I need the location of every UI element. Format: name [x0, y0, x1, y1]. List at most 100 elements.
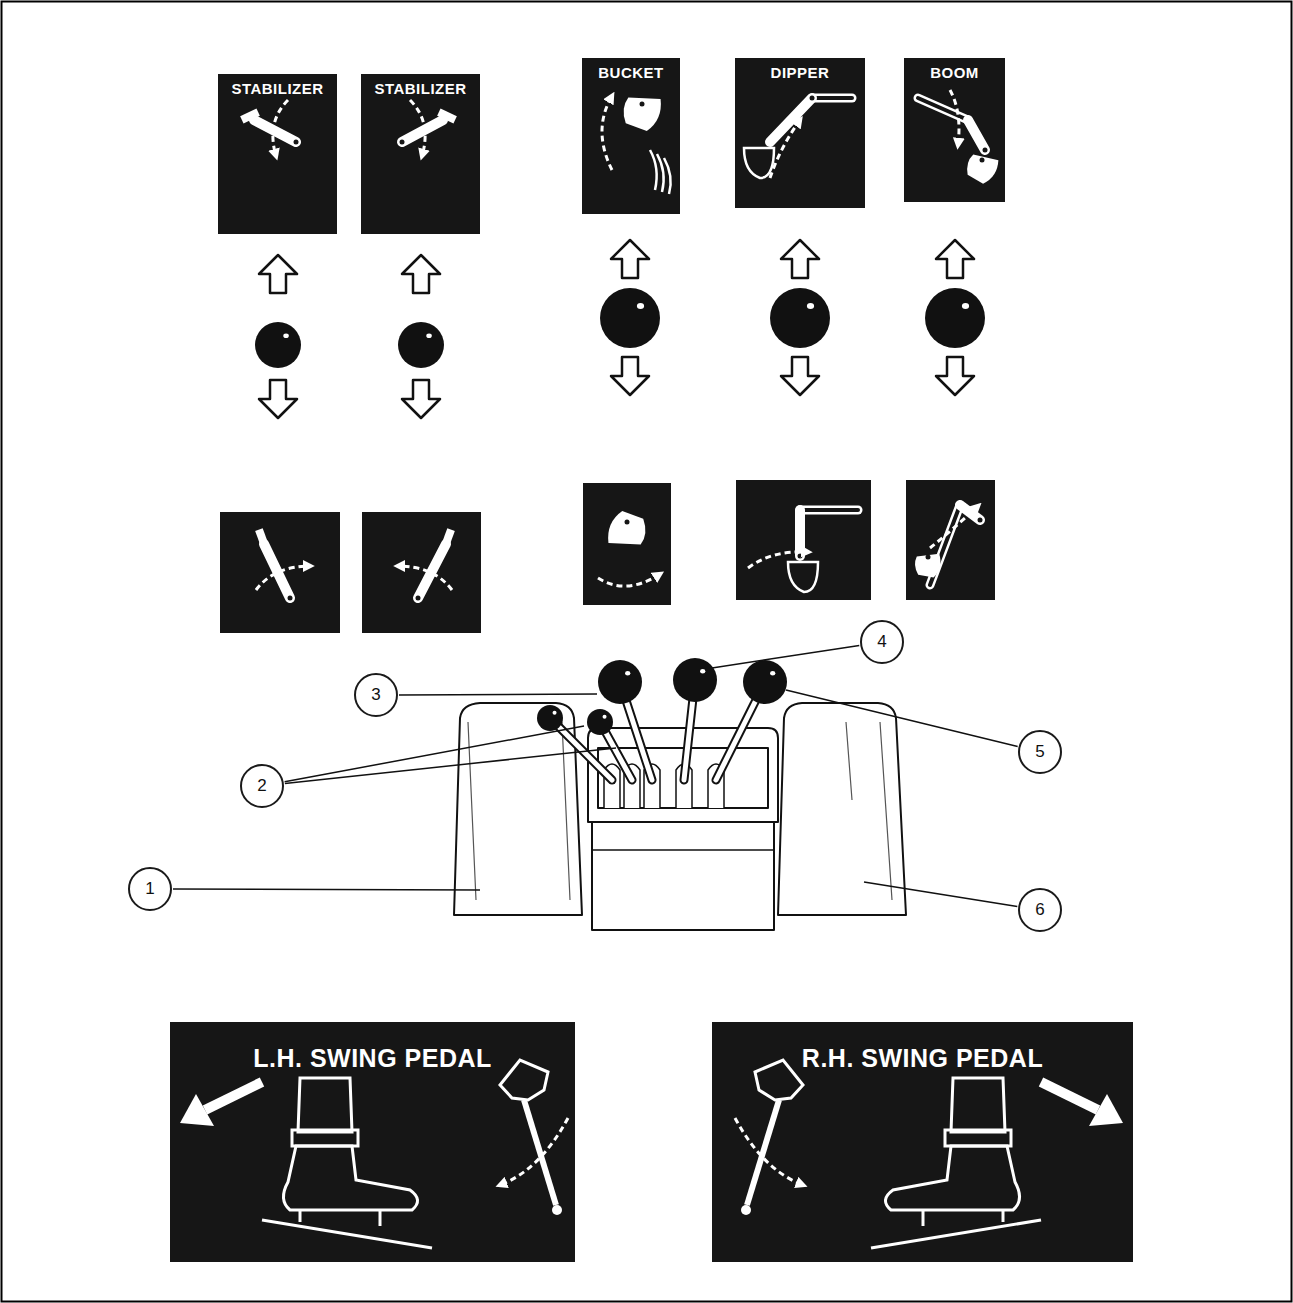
- lever-knob: [673, 658, 717, 702]
- pin: [640, 102, 645, 107]
- direction-arrow: [180, 1094, 214, 1126]
- panel-symbols: [915, 505, 983, 585]
- panel-symbols: [598, 509, 660, 586]
- pin: [400, 140, 405, 145]
- pin: [983, 148, 988, 153]
- direction-arrow: [1041, 1082, 1098, 1110]
- lever-knob: [255, 322, 301, 368]
- up-arrow: [936, 240, 974, 278]
- dipper-symbol: [812, 96, 852, 100]
- pin: [926, 555, 931, 560]
- knob-highlight: [770, 671, 775, 675]
- arm-symbol: [795, 510, 805, 556]
- pin: [810, 96, 815, 101]
- lever-knob: [743, 660, 787, 704]
- console-base: [592, 820, 774, 930]
- dipper-symbol: [918, 98, 968, 120]
- knob-highlight: [807, 303, 814, 309]
- leader-line: [399, 693, 597, 695]
- arm-symbol: [770, 98, 812, 142]
- lever-knob: [537, 705, 563, 731]
- pin: [978, 518, 983, 523]
- knob-highlight: [637, 303, 644, 309]
- callout-number: 2: [257, 776, 266, 796]
- callout-circle: 4: [860, 620, 904, 664]
- control-label: R.H. SWING PEDAL: [802, 1044, 1043, 1073]
- callout-number: 1: [145, 879, 154, 899]
- control-console: [454, 680, 906, 930]
- arm-symbol: [264, 544, 290, 598]
- knob-highlight: [553, 711, 557, 715]
- control-label-panel: L.H. SWING PEDAL: [170, 1022, 575, 1262]
- panel-symbols: [255, 528, 310, 600]
- dipper-symbol: [918, 98, 968, 120]
- arm-symbol: [418, 544, 446, 598]
- leader-line: [285, 748, 616, 784]
- up-arrow: [402, 255, 440, 293]
- motion-arrow: [748, 552, 808, 568]
- lever-knob: [398, 322, 444, 368]
- callout-circle: 6: [1018, 888, 1062, 932]
- motion-arrow: [950, 90, 959, 145]
- bucket-symbol: [963, 151, 1000, 187]
- control-label-panel: R.H. SWING PEDAL: [712, 1022, 1133, 1262]
- motion-arrow: [273, 100, 288, 156]
- bucket-symbol: [607, 509, 649, 549]
- pedal-line: [871, 1220, 1041, 1248]
- bucket-symbol: [621, 93, 663, 133]
- motion-arrow: [770, 120, 800, 178]
- knob-highlight: [625, 671, 630, 675]
- up-arrow: [259, 255, 297, 293]
- down-arrow: [611, 357, 649, 395]
- motion-arrow: [410, 100, 425, 156]
- symbol-panel: [362, 512, 481, 633]
- arm-symbol: [968, 120, 985, 150]
- control-label: BOOM: [930, 64, 979, 81]
- down-arrow: [259, 380, 297, 418]
- dipper-symbol: [800, 506, 858, 515]
- motion-arrow: [930, 506, 978, 548]
- direction-arrow: [205, 1082, 262, 1110]
- lever-knob: [925, 288, 985, 348]
- panel-symbol: [582, 58, 680, 214]
- swing-symbol: [755, 1060, 803, 1100]
- control-label: BUCKET: [598, 64, 664, 81]
- leader-line: [285, 726, 584, 782]
- right-swing-pedal: [778, 703, 906, 915]
- callout-circle: 5: [1018, 730, 1062, 774]
- motion-lines: [657, 154, 664, 192]
- pin: [625, 520, 630, 525]
- motion-arrow: [500, 1118, 568, 1185]
- direction-arrow: [1089, 1094, 1123, 1126]
- down-arrow: [936, 357, 974, 395]
- swing-symbol: [741, 1205, 751, 1215]
- bucket-symbol: [915, 554, 940, 578]
- lever-knob: [600, 288, 660, 348]
- down-arrow: [781, 357, 819, 395]
- symbol-panel: [736, 480, 871, 600]
- pin: [798, 554, 803, 559]
- swing-symbol: [747, 1100, 779, 1205]
- swing-symbol: [500, 1060, 548, 1100]
- motion-arrow: [735, 1118, 803, 1185]
- control-label: L.H. SWING PEDAL: [253, 1044, 492, 1073]
- symbol-panel: [906, 480, 995, 600]
- leader-line: [712, 645, 859, 668]
- leader-line: [173, 888, 480, 890]
- lever-knob: [770, 288, 830, 348]
- knob-highlight: [426, 334, 432, 339]
- callout-number: 6: [1035, 900, 1044, 920]
- knob-highlight: [603, 715, 607, 719]
- pin: [288, 596, 293, 601]
- pin: [416, 596, 421, 601]
- callout-number: 5: [1035, 742, 1044, 762]
- foot-symbol: [283, 1078, 417, 1226]
- up-arrow: [611, 240, 649, 278]
- control-label-panel: DIPPER: [735, 58, 865, 208]
- callout-circle: 3: [354, 673, 398, 717]
- leader-line: [786, 690, 1018, 747]
- panel-symbols: [398, 528, 455, 600]
- swing-symbol: [552, 1205, 562, 1215]
- control-label: DIPPER: [771, 64, 830, 81]
